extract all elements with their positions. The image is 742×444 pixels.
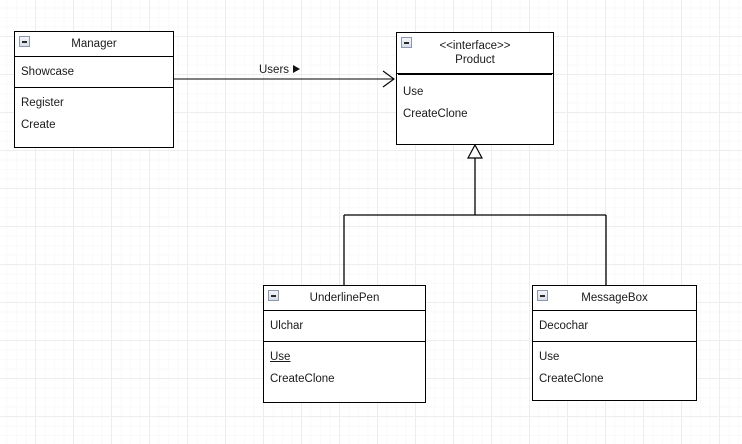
class-stereotype-product: <<interface>> (439, 40, 511, 52)
operation-row: Use (539, 351, 560, 363)
operation-row: CreateClone (270, 373, 335, 385)
class-header-underlinepen: UnderlinePen (264, 286, 425, 311)
generalization-edge-product-children (343, 143, 607, 285)
operation-row: Use (403, 86, 424, 98)
class-header-manager: Manager (15, 32, 173, 57)
operations-compartment-manager: Register Create (15, 88, 173, 143)
attribute-row: Showcase (21, 66, 75, 78)
operation-row: Use (270, 351, 291, 363)
class-name-manager: Manager (71, 38, 117, 50)
attribute-row: Ulchar (270, 320, 304, 332)
class-name-product: Product (455, 54, 495, 66)
operation-row: CreateClone (539, 373, 604, 385)
class-header-messagebox: MessageBox (533, 286, 696, 311)
association-label-text: Users (259, 64, 290, 76)
operations-compartment-product: Use CreateClone (397, 74, 553, 132)
minus-box-icon[interactable] (19, 36, 30, 47)
operations-compartment-underlinepen: Use CreateClone (264, 342, 425, 397)
class-box-product[interactable]: <<interface>> Product Use CreateClone (396, 32, 554, 145)
attributes-compartment-manager: Showcase (15, 57, 173, 88)
minus-box-icon[interactable] (537, 290, 548, 301)
association-label-users[interactable]: Users (259, 64, 301, 76)
operations-compartment-messagebox: Use CreateClone (533, 342, 696, 397)
association-edge-manager-product (173, 70, 395, 88)
class-name-messagebox: MessageBox (581, 292, 648, 304)
minus-box-icon[interactable] (268, 290, 279, 301)
attribute-row: Decochar (539, 320, 589, 332)
attributes-compartment-messagebox: Decochar (533, 311, 696, 342)
operation-row: CreateClone (403, 108, 468, 120)
class-box-underlinepen[interactable]: UnderlinePen Ulchar Use CreateClone (263, 285, 426, 403)
operation-row: Create (21, 119, 56, 131)
class-name-underlinepen: UnderlinePen (309, 292, 380, 304)
operation-row: Register (21, 97, 64, 109)
class-box-manager[interactable]: Manager Showcase Register Create (14, 31, 174, 148)
solid-right-triangle-icon (293, 65, 301, 73)
minus-box-icon[interactable] (401, 37, 412, 48)
class-box-messagebox[interactable]: MessageBox Decochar Use CreateClone (532, 285, 697, 401)
attributes-compartment-underlinepen: Ulchar (264, 311, 425, 342)
class-header-product: <<interface>> Product (397, 33, 553, 74)
